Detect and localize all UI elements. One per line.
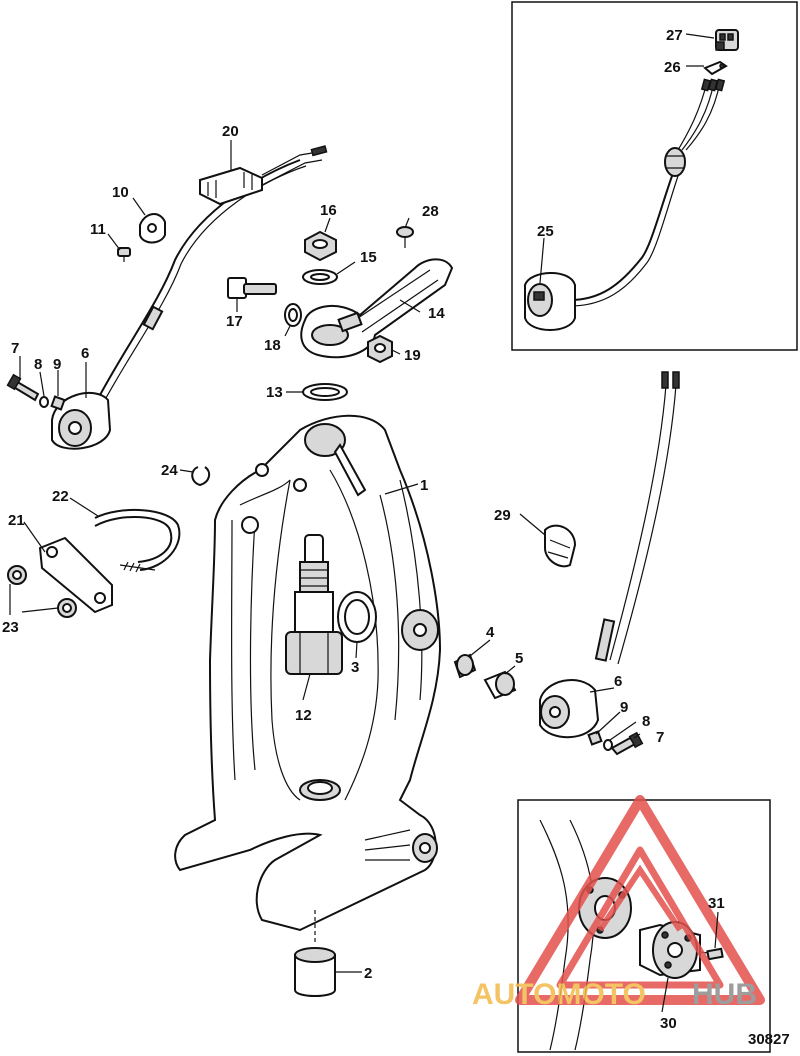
callout-15: 15 <box>360 249 377 266</box>
connector-plug <box>715 29 739 51</box>
spacer-washer <box>284 303 302 327</box>
callout-31: 31 <box>708 895 725 912</box>
pivot-bolt <box>227 277 277 299</box>
callout-7a: 7 <box>656 729 664 746</box>
callout-10: 10 <box>112 184 129 201</box>
leader-lines <box>9 33 719 1013</box>
callout-13: 13 <box>266 384 283 401</box>
u-bolt <box>94 508 181 573</box>
callout-25: 25 <box>537 223 554 240</box>
callout-labels: 1 2 3 4 5 6 6 7 7 8 8 9 9 10 11 12 13 14… <box>2 27 725 1032</box>
callout-9a: 9 <box>620 699 628 716</box>
watermark-text-a: AUTOMOTO <box>472 978 646 1011</box>
gimbal-housing <box>174 414 442 945</box>
callout-9b: 9 <box>53 356 61 373</box>
callout-30: 30 <box>660 1015 677 1032</box>
large-washer <box>337 591 377 643</box>
callout-6b: 6 <box>81 345 89 362</box>
mounting-bracket <box>38 536 113 614</box>
top-seal-ring <box>302 383 348 401</box>
nut-lower <box>57 598 77 618</box>
callout-7b: 7 <box>11 340 19 357</box>
trim-sensor-right <box>539 371 680 739</box>
bushing-small <box>453 653 477 679</box>
terminal-clip <box>703 60 728 76</box>
pivot-shaft <box>285 534 343 675</box>
spacer-left <box>50 395 66 411</box>
callout-24: 24 <box>161 462 178 479</box>
inset-detail-box <box>517 799 771 1053</box>
cable-clamp <box>544 524 577 568</box>
sensor-retainer <box>139 213 166 244</box>
flat-washer <box>302 269 338 285</box>
trim-sensor-inset <box>524 272 576 331</box>
callout-18: 18 <box>264 337 281 354</box>
screw-pin <box>699 947 724 961</box>
steering-arm <box>300 258 454 359</box>
lower-bushing <box>294 947 336 997</box>
spacer-right <box>587 730 603 746</box>
callout-17: 17 <box>226 313 243 330</box>
callout-16: 16 <box>320 202 337 219</box>
washer-left <box>39 396 49 408</box>
lock-nut-side <box>367 334 393 364</box>
trim-sensor-left <box>51 159 307 450</box>
callout-1: 1 <box>420 477 428 494</box>
wire-clip <box>199 145 328 206</box>
bushing-flanged <box>483 670 517 700</box>
watermark-text-b: HUB <box>692 978 757 1011</box>
callout-6a: 6 <box>614 673 622 690</box>
washer-right <box>603 739 613 751</box>
callout-8a: 8 <box>642 713 650 730</box>
callout-23: 23 <box>2 619 19 636</box>
callout-4: 4 <box>486 624 495 641</box>
callout-29: 29 <box>494 507 511 524</box>
callout-14: 14 <box>428 305 445 322</box>
callout-11: 11 <box>90 221 106 238</box>
inset-harness-box <box>511 1 798 351</box>
callout-27: 27 <box>666 27 683 44</box>
lock-nut-top <box>304 230 337 262</box>
small-screw <box>396 226 414 248</box>
callout-8b: 8 <box>34 356 42 373</box>
callout-28: 28 <box>422 203 439 220</box>
screw-right <box>610 731 644 756</box>
callout-22: 22 <box>52 488 69 505</box>
callout-12: 12 <box>295 707 312 724</box>
mounting-plate <box>639 921 701 979</box>
callout-19: 19 <box>404 347 421 364</box>
callout-3: 3 <box>351 659 359 676</box>
retainer-screw <box>117 247 131 262</box>
callout-26: 26 <box>664 59 681 76</box>
clip-ring <box>191 466 211 487</box>
figure-number: 30827 <box>748 1031 790 1048</box>
callout-21: 21 <box>8 512 25 529</box>
callout-2: 2 <box>364 965 372 982</box>
nut-upper <box>7 565 27 585</box>
callout-5: 5 <box>515 650 523 667</box>
screw-left <box>6 373 40 402</box>
callout-20: 20 <box>222 123 239 140</box>
watermark: AUTOMOTO HUB <box>472 795 765 1011</box>
